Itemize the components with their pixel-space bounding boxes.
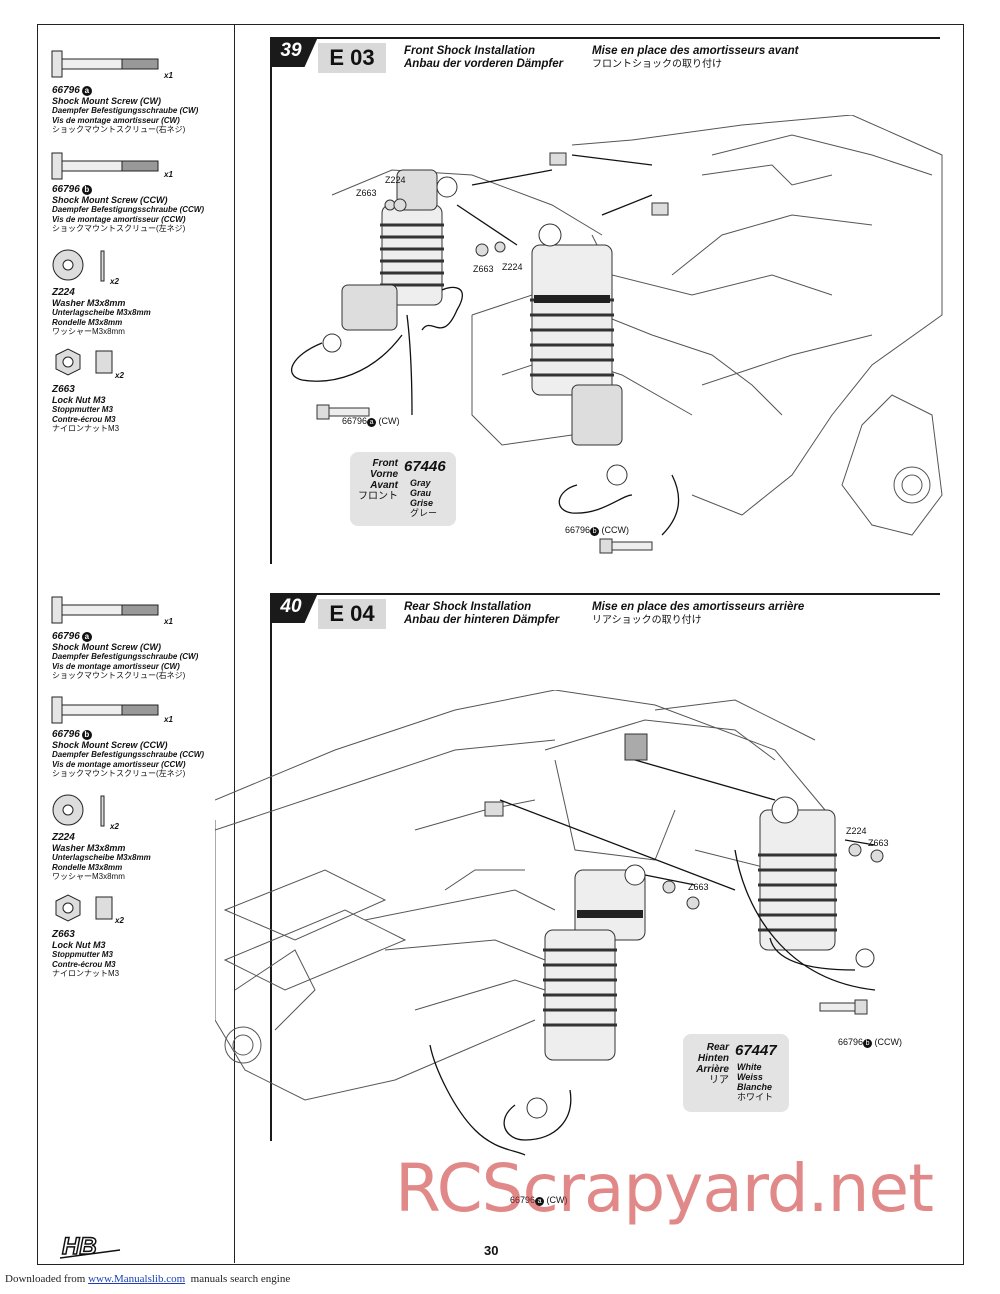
part-z224: Z224 Washer M3x8mm Unterlagscheibe M3x8m… <box>52 287 151 336</box>
part-number: 66796 <box>52 85 80 96</box>
step-title-jp: フロントショックの取り付け <box>592 59 722 70</box>
shock-part-number: 67446 <box>404 458 446 475</box>
rear-left-shock-icon <box>526 864 646 1119</box>
watermark-text: RCScrapyard.net <box>395 1150 934 1227</box>
callout-z663: Z663 <box>473 264 494 274</box>
screw-b-icon <box>819 999 868 1015</box>
lock-nut-icon <box>55 894 113 922</box>
screw-b-icon <box>51 152 159 180</box>
callout-z663: Z663 <box>868 838 889 848</box>
part-z224-bottom: Z224 Washer M3x8mm Unterlagscheibe M3x8m… <box>52 832 151 881</box>
washer-nut-icons <box>384 152 669 257</box>
callout-z663: Z663 <box>356 188 377 198</box>
callout-z224: Z224 <box>846 826 867 836</box>
callout-z663: Z663 <box>688 882 709 892</box>
part-number: Z663 <box>52 384 75 395</box>
qty: x2 <box>115 371 124 380</box>
rear-right-shock-icon <box>758 796 875 968</box>
qty: x2 <box>110 822 119 831</box>
washer-nut-icons <box>484 733 884 910</box>
callout-z224: Z224 <box>385 175 406 185</box>
step-title-jp: リアショックの取り付け <box>592 615 702 626</box>
part-z663: Z663 Lock Nut M3 Stoppmutter M3 Contre-é… <box>52 384 120 433</box>
washer-icon <box>52 794 105 827</box>
step-title-fr: Mise en place des amortisseurs arrière <box>592 601 805 613</box>
screw-a-icon <box>51 50 159 78</box>
screw-a-icon <box>316 404 370 420</box>
part-badge: a <box>81 86 92 96</box>
qty: x1 <box>164 715 173 724</box>
hb-logo-icon: HB <box>60 1232 121 1261</box>
part-z663-bottom: Z663 Lock Nut M3 Stoppmutter M3 Contre-é… <box>52 929 120 978</box>
qty: x1 <box>164 71 173 80</box>
shock-part-number: 67447 <box>735 1042 777 1059</box>
callout-z224: Z224 <box>502 262 523 272</box>
footer: Downloaded from www.Manualslib.com manua… <box>5 1273 291 1285</box>
lock-nut-icon <box>55 348 113 376</box>
parts-illustrations-bottom <box>51 596 159 922</box>
page-frame <box>37 24 964 1265</box>
step-code: E 03 <box>318 43 386 73</box>
screw-b-icon <box>599 538 653 554</box>
manualslib-link[interactable]: www.Manualslib.com <box>88 1273 186 1285</box>
qty: x2 <box>110 277 119 286</box>
parts-illustrations-top <box>51 50 159 376</box>
front-left-shock-icon <box>322 169 458 353</box>
step-title-fr: Mise en place des amortisseurs avant <box>592 45 799 57</box>
qty: x2 <box>115 916 124 925</box>
qty: x1 <box>164 170 173 179</box>
step-code: E 04 <box>318 599 386 629</box>
front-right-shock-icon <box>530 223 628 486</box>
part-number: 66796 <box>52 184 80 195</box>
page-number: 30 <box>484 1243 499 1258</box>
washer-icon <box>52 249 105 282</box>
qty: x1 <box>164 617 173 626</box>
part-number: Z224 <box>52 287 75 298</box>
step-number: 39 <box>270 37 318 67</box>
screw-a-icon <box>51 596 159 624</box>
front-shock-diagram <box>290 115 943 554</box>
step-number: 40 <box>270 593 318 623</box>
screw-b-icon <box>51 696 159 724</box>
rear-shock-diagram <box>215 690 884 1156</box>
part-badge: b <box>81 185 92 195</box>
